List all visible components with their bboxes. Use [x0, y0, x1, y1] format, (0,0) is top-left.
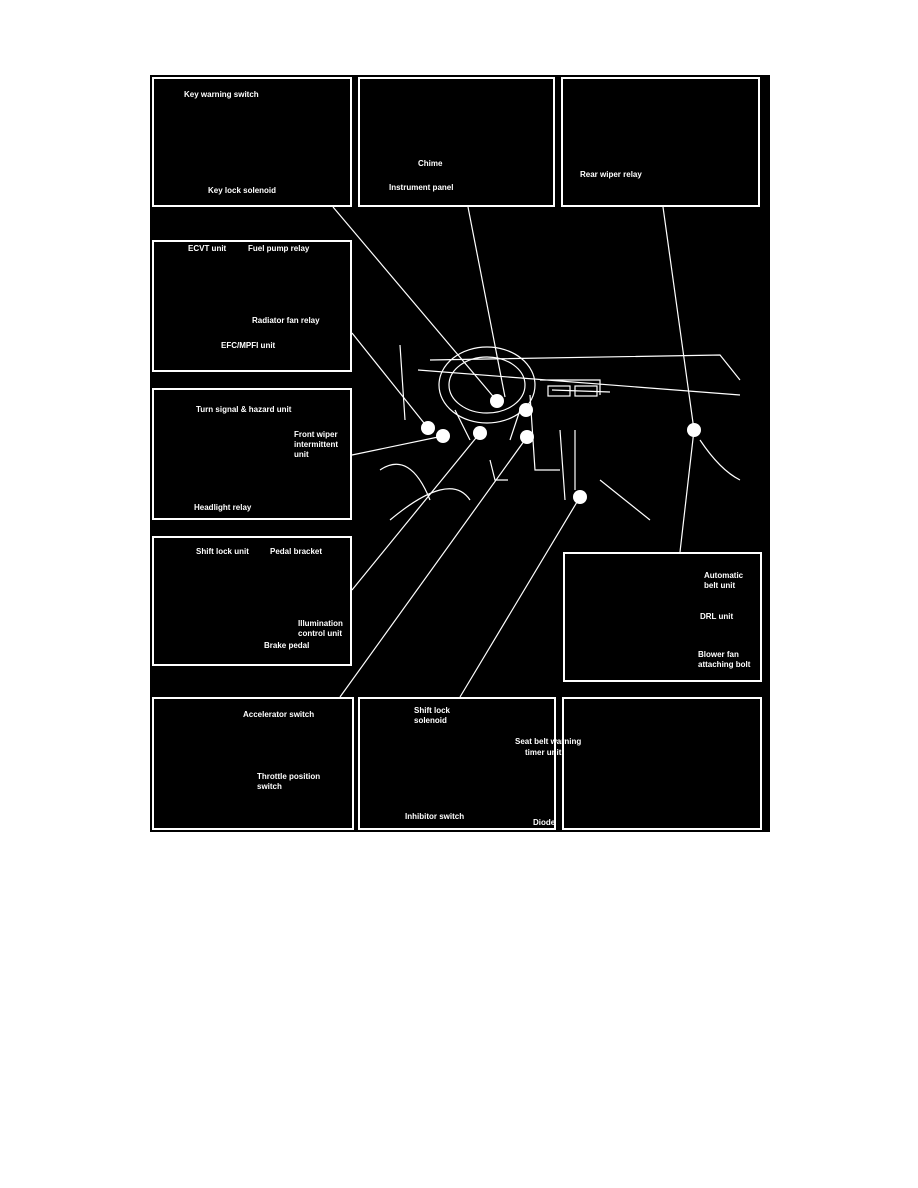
connector-lines — [332, 206, 695, 698]
label-blower-fan-attaching-bolt: Blower fan attaching bolt — [698, 650, 751, 669]
label-illumination-control-unit: Illumination control unit — [298, 619, 343, 638]
panel-accelerator — [152, 697, 354, 830]
label-fuel-pump-relay: Fuel pump relay — [248, 244, 310, 253]
label-accelerator-switch: Accelerator switch — [243, 710, 315, 719]
label-headlight-relay: Headlight relay — [194, 503, 252, 512]
label-brake-pedal: Brake pedal — [264, 641, 310, 650]
label-rear-wiper-relay: Rear wiper relay — [580, 170, 642, 179]
label-ecvt-unit: ECVT unit — [188, 244, 227, 253]
label-instrument-panel: Instrument panel — [389, 183, 454, 192]
label-timer-unit: timer unit — [525, 748, 562, 757]
label-chime: Chime — [418, 159, 443, 168]
label-turn-signal-hazard-unit: Turn signal & hazard unit — [196, 405, 292, 414]
label-shift-lock-solenoid: Shift lock solenoid — [414, 706, 451, 725]
label-front-wiper-intermittent-unit: Front wiper intermittent unit — [294, 430, 338, 459]
panel-shift-solenoid — [358, 697, 556, 830]
panel-seat-belt — [562, 697, 762, 830]
label-throttle-position-switch: Throttle position switch — [257, 772, 321, 791]
label-drl-unit: DRL unit — [700, 612, 734, 621]
dashboard-sketch — [379, 344, 741, 521]
panel-automatic-belt — [563, 552, 762, 682]
panel-key-lock — [152, 77, 352, 207]
panel-shift-lock — [152, 536, 352, 666]
panel-ecvt — [152, 240, 352, 372]
component-location-diagram — [150, 75, 770, 832]
panel-rear-wiper — [561, 77, 760, 207]
label-key-lock-solenoid: Key lock solenoid — [208, 186, 277, 195]
label-shift-lock-unit: Shift lock unit — [196, 547, 249, 556]
label-automatic-belt-unit: Automatic belt unit — [704, 571, 744, 590]
location-markers — [421, 394, 701, 504]
label-seat-belt-warning: Seat belt warning — [515, 737, 582, 746]
panel-chime — [358, 77, 555, 207]
label-diode: Diode — [533, 818, 556, 827]
label-key-warning-switch: Key warning switch — [184, 90, 259, 99]
panel-turn-signal — [152, 388, 352, 520]
label-efc-mpfi-unit: EFC/MPFI unit — [221, 341, 276, 350]
label-inhibitor-switch: Inhibitor switch — [405, 812, 465, 821]
label-radiator-fan-relay: Radiator fan relay — [252, 316, 320, 325]
label-pedal-bracket: Pedal bracket — [270, 547, 323, 556]
